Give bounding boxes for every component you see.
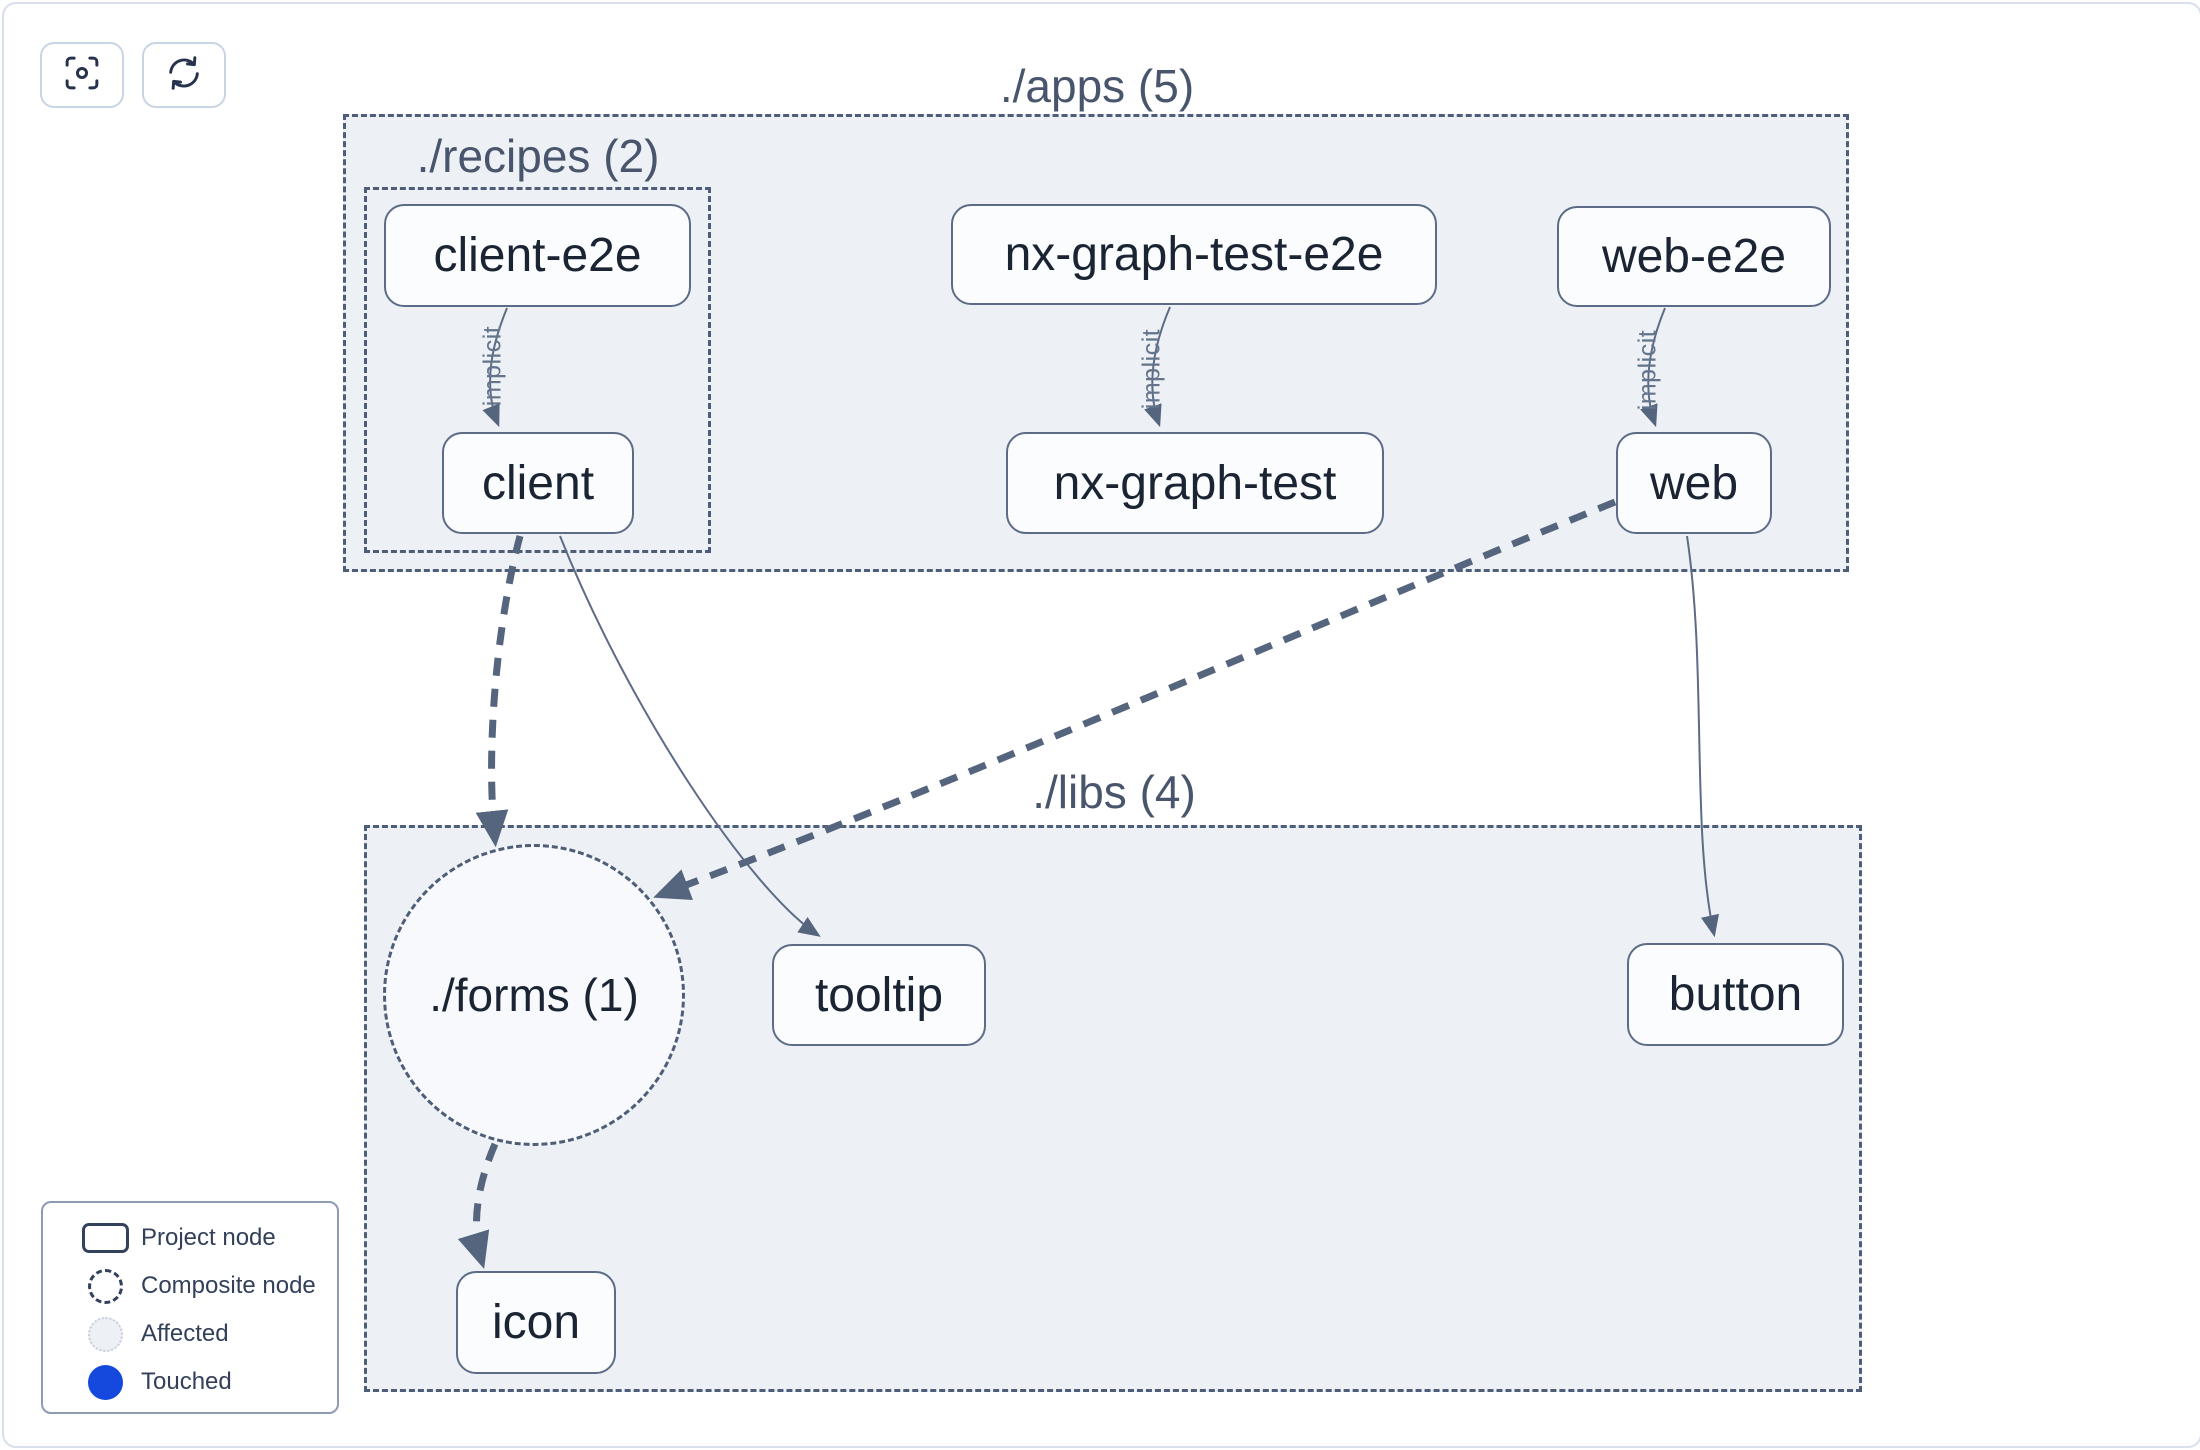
touched-icon bbox=[87, 1364, 123, 1400]
legend-label: Touched bbox=[141, 1368, 232, 1395]
edge-label-implicit-client: implicit bbox=[478, 325, 507, 407]
node-label: ./forms (1) bbox=[429, 969, 639, 1021]
refresh-graph-button[interactable] bbox=[142, 42, 226, 108]
node-nx-graph-test[interactable]: nx-graph-test bbox=[1006, 432, 1384, 534]
group-label-recipes: ./recipes (2) bbox=[416, 130, 660, 182]
node-web[interactable]: web bbox=[1616, 432, 1772, 534]
legend-row-touched: Touched bbox=[43, 1358, 337, 1406]
affected-icon bbox=[87, 1316, 123, 1352]
node-web-e2e[interactable]: web-e2e bbox=[1557, 206, 1831, 307]
group-label-libs: ./libs (4) bbox=[1032, 766, 1196, 818]
node-label: client bbox=[481, 456, 595, 510]
node-nx-graph-test-e2e[interactable]: nx-graph-test-e2e bbox=[951, 204, 1437, 305]
center-graph-button[interactable] bbox=[40, 42, 124, 108]
edge-label-implicit-web: implicit bbox=[1633, 329, 1662, 411]
edge-label-implicit-nx-graph-test: implicit bbox=[1137, 328, 1166, 410]
node-label: web-e2e bbox=[1601, 230, 1787, 283]
legend: Project node Composite node Affected Tou… bbox=[41, 1201, 339, 1414]
group-box-recipes bbox=[364, 187, 711, 553]
focus-icon bbox=[61, 52, 103, 99]
node-label: web bbox=[1649, 456, 1739, 510]
legend-row-composite-node: Composite node bbox=[43, 1262, 337, 1310]
legend-label: Composite node bbox=[141, 1272, 316, 1299]
node-composite-forms[interactable]: ./forms (1) bbox=[383, 844, 685, 1146]
group-label-apps: ./apps (5) bbox=[999, 60, 1195, 112]
composite-node-icon bbox=[87, 1268, 123, 1304]
node-label: tooltip bbox=[814, 968, 944, 1022]
node-label: icon bbox=[491, 1296, 581, 1349]
node-client-e2e[interactable]: client-e2e bbox=[384, 204, 691, 307]
project-node-icon bbox=[81, 1223, 129, 1253]
node-client[interactable]: client bbox=[442, 432, 634, 534]
edge-client-to-forms bbox=[475, 535, 524, 848]
node-tooltip[interactable]: tooltip bbox=[772, 944, 986, 1046]
legend-row-affected: Affected bbox=[43, 1310, 337, 1358]
node-label: client-e2e bbox=[433, 229, 642, 282]
legend-label: Project node bbox=[141, 1224, 276, 1251]
refresh-icon bbox=[163, 52, 205, 99]
legend-row-project-node: Project node bbox=[43, 1214, 337, 1262]
node-button[interactable]: button bbox=[1627, 943, 1844, 1046]
node-label: button bbox=[1668, 968, 1803, 1021]
legend-label: Affected bbox=[141, 1320, 229, 1347]
node-label: nx-graph-test bbox=[1053, 456, 1337, 510]
node-icon[interactable]: icon bbox=[456, 1271, 616, 1374]
node-label: nx-graph-test-e2e bbox=[1004, 228, 1384, 281]
